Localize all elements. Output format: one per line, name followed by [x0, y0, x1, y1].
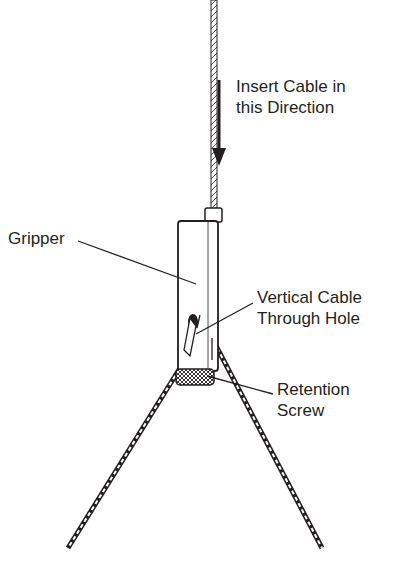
- part-label: Gripper: [8, 228, 88, 249]
- ferrule: [205, 208, 222, 222]
- steel-cable: [211, 0, 217, 210]
- direction-arrow: [212, 80, 226, 166]
- through-hole: [184, 314, 200, 356]
- lower-cable: [68, 342, 322, 548]
- body-highlight: [208, 222, 209, 370]
- gripper-body: [178, 221, 218, 371]
- part-label: Retention Screw: [277, 379, 377, 421]
- instruction-text: Insert Cable in this Direction: [236, 76, 361, 118]
- part-label: Vertical Cable Through Hole: [257, 287, 392, 329]
- body-slot: [211, 338, 212, 360]
- leader-line: [78, 241, 273, 394]
